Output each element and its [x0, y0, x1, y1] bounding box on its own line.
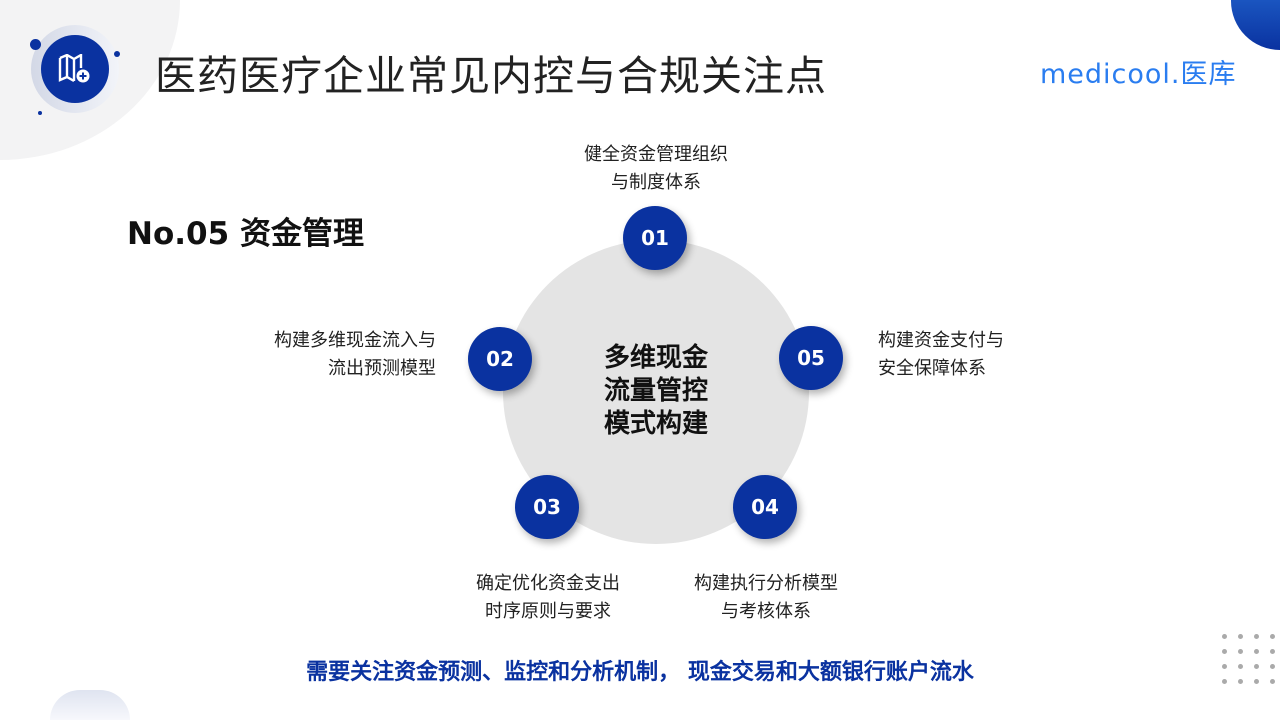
label-line: 构建执行分析模型 [694, 573, 838, 594]
logo: medicool.医库 [1040, 59, 1237, 90]
corner-decoration [1231, 0, 1280, 50]
label-line: 与制度体系 [611, 172, 701, 193]
node-03: 03 [515, 475, 579, 539]
label-line: 时序原则与要求 [485, 601, 611, 622]
label-05: 构建资金支付与安全保障体系 [878, 327, 1078, 383]
label-04: 构建执行分析模型与考核体系 [666, 570, 866, 626]
center-line: 流量管控 [603, 376, 708, 406]
footer-note: 需要关注资金预测、监控和分析机制， 现金交易和大额银行账户流水 [306, 660, 974, 685]
label-line: 构建资金支付与 [878, 330, 1004, 351]
center-line: 模式构建 [603, 409, 708, 439]
decor-dot [30, 39, 41, 50]
label-02: 构建多维现金流入与流出预测模型 [236, 327, 436, 383]
node-01: 01 [623, 206, 687, 270]
decor-dot [38, 111, 42, 115]
center-text: 多维现金 流量管控 模式构建 [560, 342, 752, 441]
dot-grid-decoration [1222, 634, 1276, 684]
label-line: 安全保障体系 [878, 358, 986, 379]
center-line: 多维现金 [603, 343, 708, 373]
label-03: 确定优化资金支出时序原则与要求 [448, 570, 648, 626]
label-line: 与考核体系 [721, 601, 811, 622]
section-title: No.05 资金管理 [127, 216, 364, 252]
map-plus-icon [41, 35, 109, 103]
node-02: 02 [468, 327, 532, 391]
decor-dot [114, 51, 120, 57]
node-05: 05 [779, 326, 843, 390]
label-line: 确定优化资金支出 [476, 573, 620, 594]
label-01: 健全资金管理组织与制度体系 [556, 141, 756, 197]
page-title: 医药医疗企业常见内控与合规关注点 [155, 52, 827, 100]
node-04: 04 [733, 475, 797, 539]
label-line: 健全资金管理组织 [584, 144, 728, 165]
label-line: 构建多维现金流入与 [274, 330, 436, 351]
label-line: 流出预测模型 [328, 358, 436, 379]
bottom-left-decoration [50, 690, 130, 720]
